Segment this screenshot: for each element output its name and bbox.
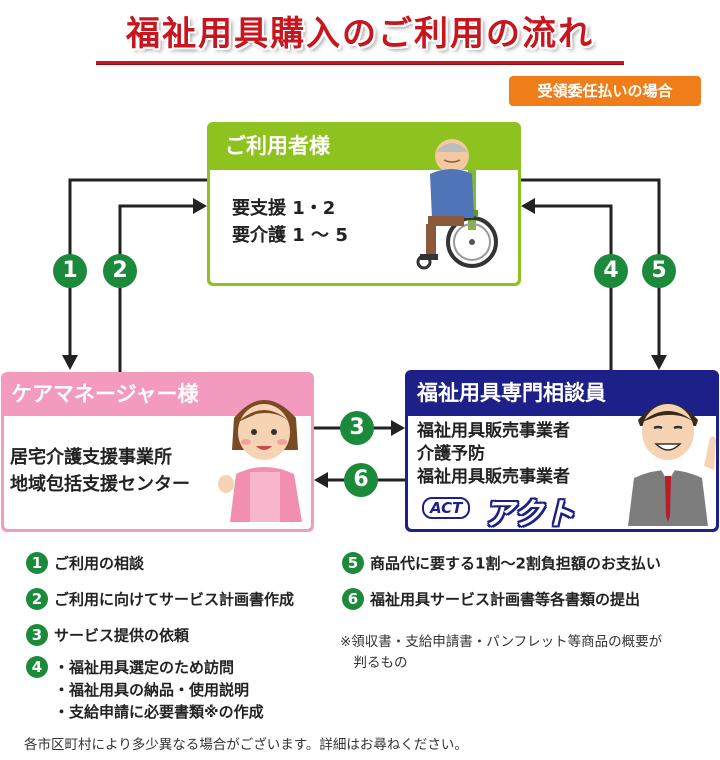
arrowhead-1 <box>62 355 78 370</box>
arrow-1 <box>68 178 207 356</box>
spec-box-header: 福祉用具専門相談員 <box>417 381 606 405</box>
user-box: ご利用者様 要支援 1・2 要介護 1 〜 5 <box>207 122 521 286</box>
legend-step-4: 4 ・福祉用具選定のため訪問 <box>26 656 234 678</box>
user-level-line: 要介護 1 〜 5 <box>232 225 348 246</box>
legend-step-2-text: ご利用に向けてサービス計画書作成 <box>54 590 295 609</box>
legend-step-6: 6 福祉用具サービス計画書等各書類の提出 <box>342 588 640 610</box>
arrowhead-3 <box>391 420 405 436</box>
user-box-header: ご利用者様 <box>225 134 330 158</box>
act-logo-kana: アクト <box>484 497 576 532</box>
legend-step-6-text: 福祉用具サービス計画書等各書類の提出 <box>370 590 641 609</box>
arrow-5 <box>521 178 661 356</box>
page-title: 福祉用具購入のご利用の流れ <box>126 14 594 54</box>
care-organizations: 居宅介護支援事業所 地域包括支援センター <box>10 444 190 498</box>
act-logo-mark: ACT <box>422 497 471 519</box>
care-box-body: 居宅介護支援事業所 地域包括支援センター <box>4 400 311 529</box>
spec-business-line: 介護予防 <box>417 444 485 464</box>
user-care-levels: 要支援 1・2 要介護 1 〜 5 <box>232 195 348 249</box>
care-box-header: ケアマネージャー様 <box>11 382 199 406</box>
step-4-marker: 4 <box>594 254 628 288</box>
arrow-2 <box>118 204 194 372</box>
arrowhead-5 <box>651 355 667 370</box>
step-3-marker: 3 <box>340 411 374 445</box>
spec-business-line: 福祉用具販売事業者 <box>417 421 570 441</box>
legend-step-1-text: ご利用の相談 <box>54 554 145 573</box>
legend-step-4-number: 4 <box>26 656 48 678</box>
user-box-body: 要支援 1・2 要介護 1 〜 5 <box>210 139 518 283</box>
spec-businesses: 福祉用具販売事業者 介護予防 福祉用具販売事業者 <box>417 420 570 489</box>
legend-step-3-text: サービス提供の依頼 <box>54 626 190 645</box>
specialist-box: 福祉用具専門相談員 福祉用具販売事業者 介護予防 福祉用具販売事業者 ACT ア… <box>405 370 719 532</box>
act-logo: ACT アクト <box>422 491 602 532</box>
legend-step-6-number: 6 <box>342 588 364 610</box>
legend-step-5-number: 5 <box>342 552 364 574</box>
documents-note: ※領収書・支給申請書・パンフレット等商品の概要が 判るもの <box>340 632 662 674</box>
arrowhead-2 <box>193 198 207 214</box>
legend-step-1-number: 1 <box>26 552 48 574</box>
care-manager-box: ケアマネージャー様 居宅介護支援事業所 地域包括支援センター <box>1 372 314 532</box>
arrowhead-6 <box>314 472 328 488</box>
footer-disclaimer: 各市区町村により多少異なる場合がございます。詳細はお尋ねください。 <box>24 737 468 753</box>
legend-step-5-text: 商品代に要する1割〜2割負担額のお支払い <box>370 554 661 573</box>
arrow-4 <box>534 204 613 370</box>
spec-box-body: 福祉用具販売事業者 介護予防 福祉用具販売事業者 ACT アクト <box>408 403 716 532</box>
legend-step-2-number: 2 <box>26 588 48 610</box>
step-1-marker: 1 <box>53 254 87 288</box>
care-manager-illustration <box>218 400 302 522</box>
title-underline <box>96 61 624 65</box>
spec-business-line: 福祉用具販売事業者 <box>417 467 570 487</box>
documents-note-line: ※領収書・支給申請書・パンフレット等商品の概要が <box>340 634 663 650</box>
legend-step-4-line-2: ・福祉用具の納品・使用説明 <box>54 681 250 699</box>
step-6-marker: 6 <box>344 463 378 497</box>
legend-step-4-line-3: ・支給申請に必要書類※の作成 <box>54 703 264 721</box>
wheelchair-elder-illustration <box>416 139 498 270</box>
step-5-marker: 5 <box>642 254 676 288</box>
payment-type-badge: 受領委任払いの場合 <box>509 76 701 106</box>
care-org-line: 地域包括支援センター <box>10 474 190 495</box>
legend-step-3: 3 サービス提供の依頼 <box>26 624 189 646</box>
care-org-line: 居宅介護支援事業所 <box>10 447 172 468</box>
step-2-marker: 2 <box>103 254 137 288</box>
legend-step-3-number: 3 <box>26 624 48 646</box>
arrowhead-4 <box>521 198 535 214</box>
legend-step-2: 2 ご利用に向けてサービス計画書作成 <box>26 588 294 610</box>
specialist-illustration <box>628 403 716 526</box>
user-level-line: 要支援 1・2 <box>232 198 336 219</box>
legend-step-4-text: ・福祉用具選定のため訪問 <box>54 658 235 677</box>
documents-note-line: 判るもの <box>340 655 408 671</box>
legend-step-5: 5 商品代に要する1割〜2割負担額のお支払い <box>342 552 661 574</box>
legend-step-1: 1 ご利用の相談 <box>26 552 144 574</box>
